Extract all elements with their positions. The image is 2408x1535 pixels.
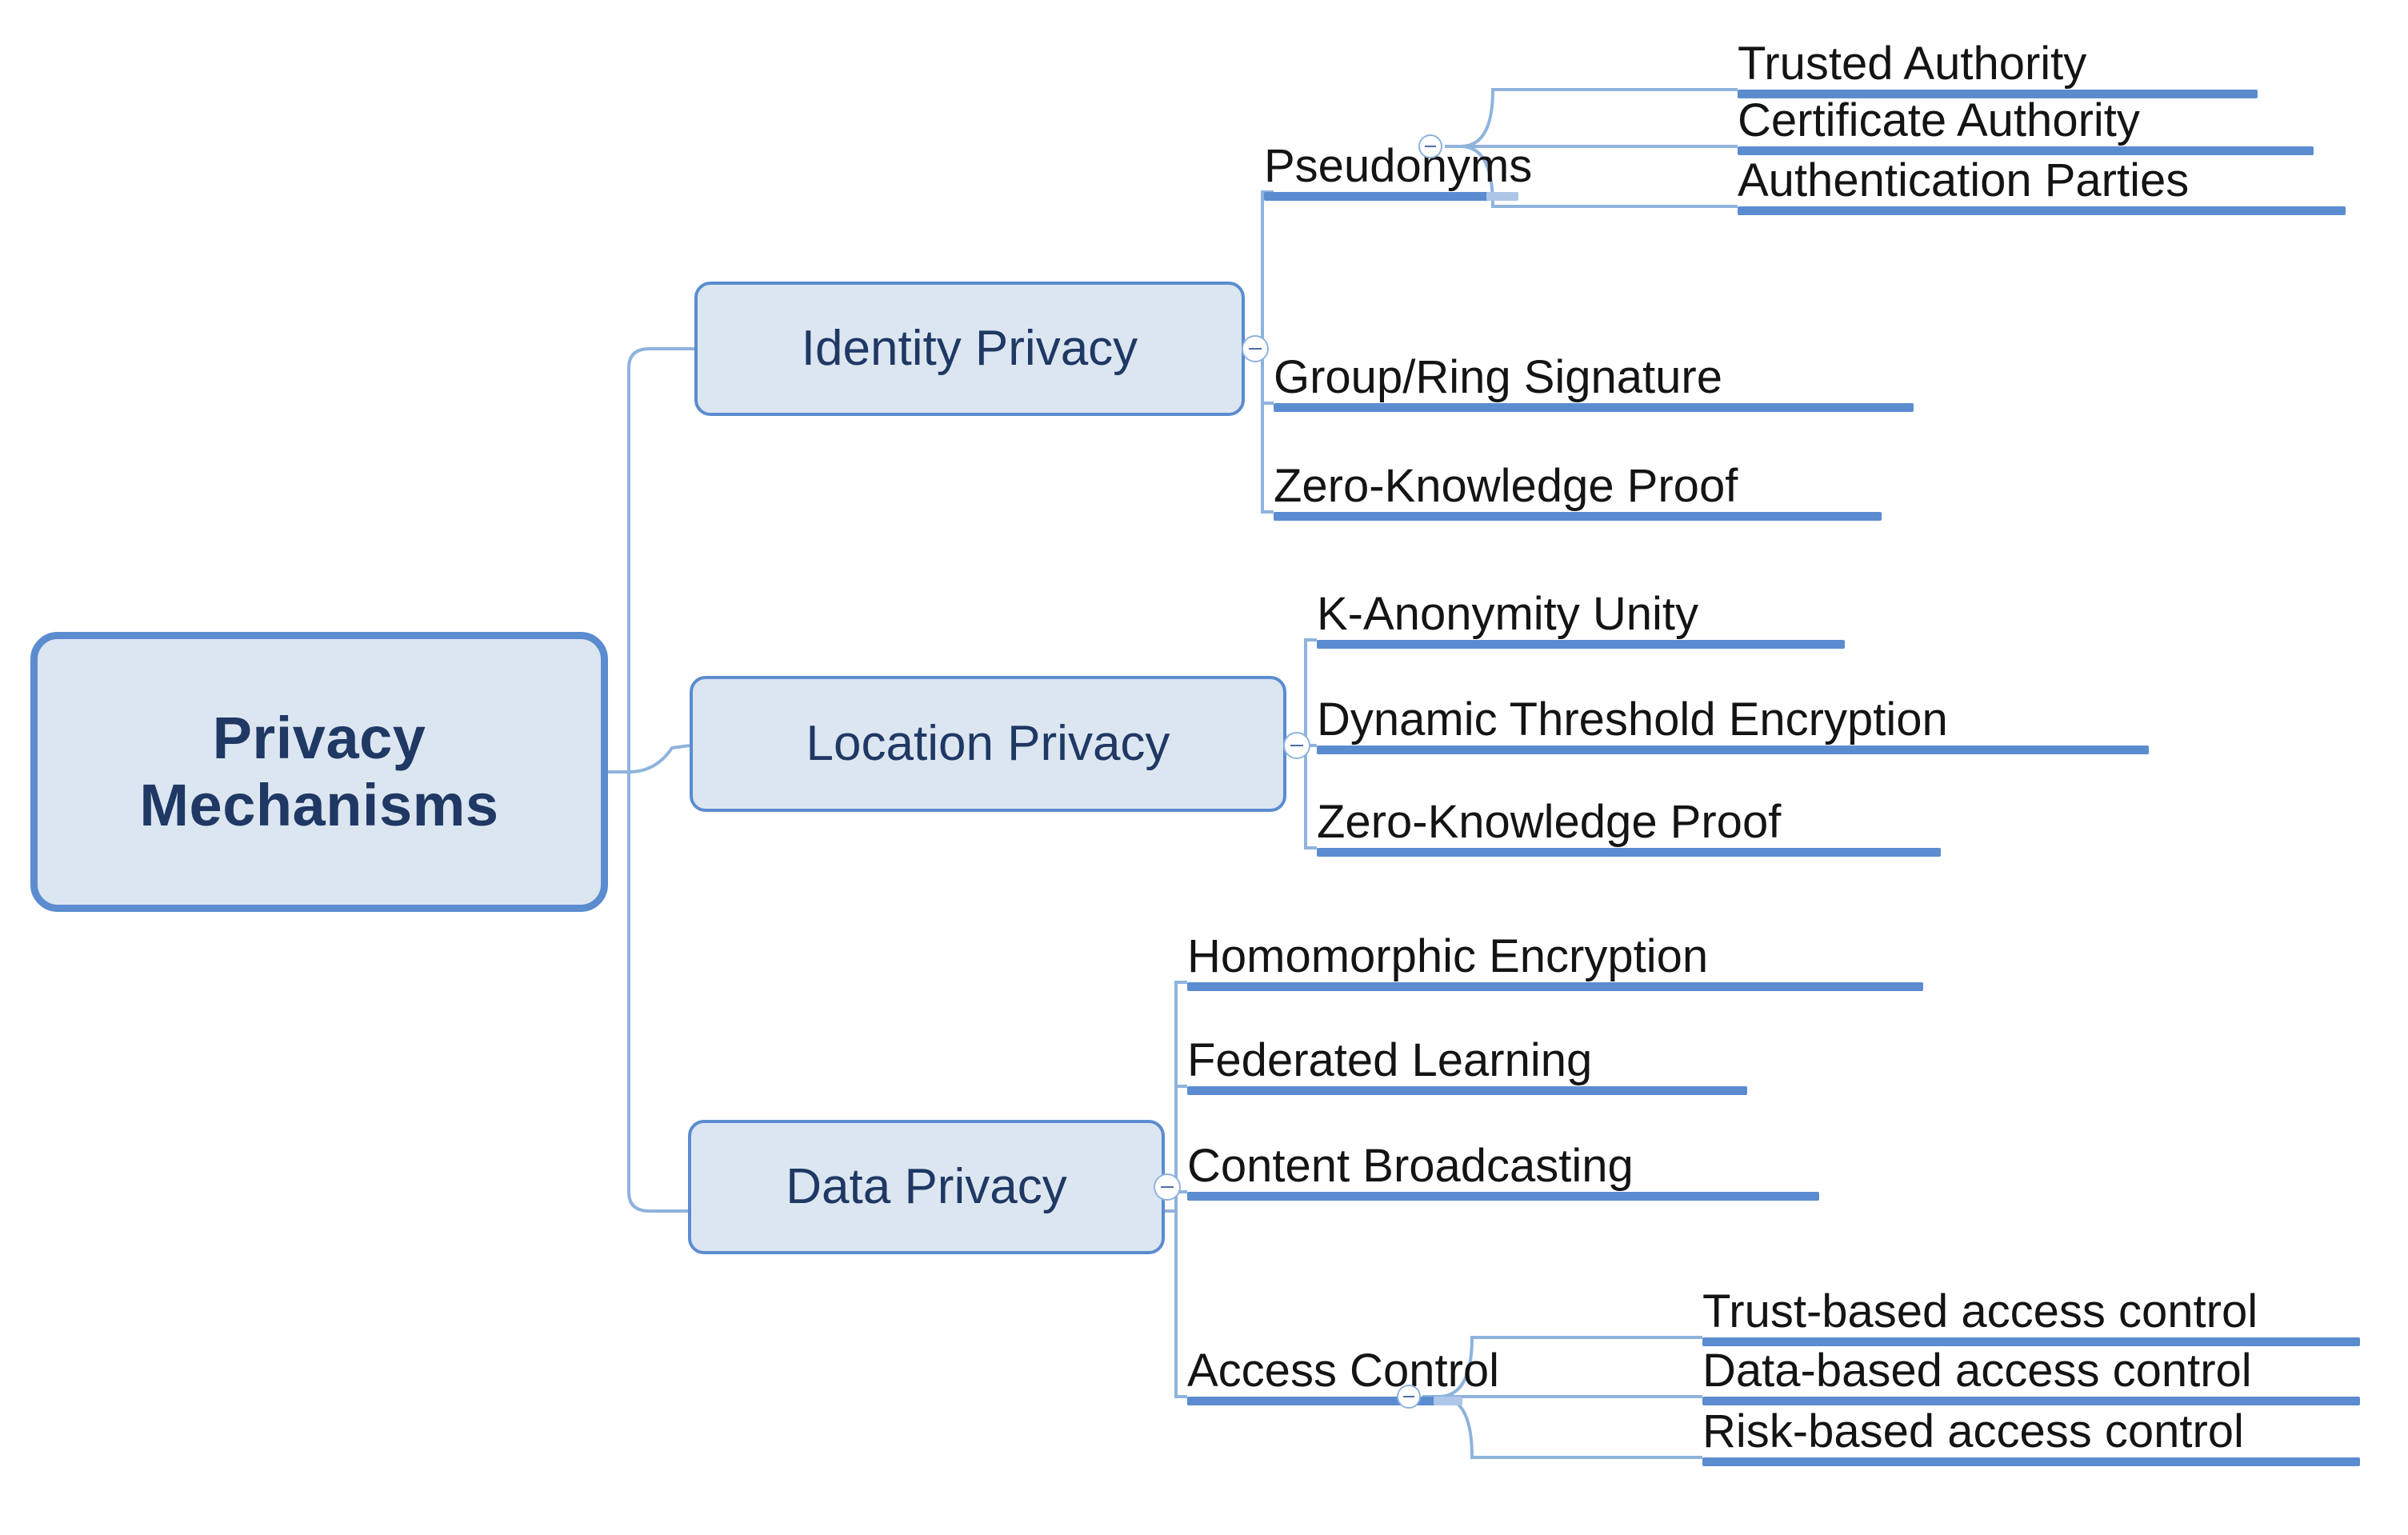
- leaf-underline-bar: [1738, 206, 2346, 215]
- branch-node-label-data-privacy: Data Privacy: [786, 1159, 1067, 1214]
- leaf-label-data-based-access-control: Data-based access control: [1702, 1345, 2252, 1397]
- root-node-privacy-mechanisms[interactable]: Privacy Mechanisms: [30, 632, 608, 912]
- root-node-label: Privacy Mechanisms: [139, 705, 499, 838]
- branch-node-label-location-privacy: Location Privacy: [806, 716, 1170, 771]
- leaf-label-location-zero-knowledge-proof: Zero-Knowledge Proof: [1317, 796, 1782, 848]
- leaf-node-federated-learning[interactable]: Federated Learning: [1187, 974, 1747, 1095]
- leaf-node-k-anonymity-unity[interactable]: K-Anonymity Unity: [1317, 528, 1845, 649]
- leaf-label-identity-zero-knowledge-proof: Zero-Knowledge Proof: [1274, 460, 1738, 512]
- leaf-label-trusted-authority: Trusted Authority: [1738, 38, 2087, 90]
- leaf-node-pseudonyms[interactable]: Pseudonyms: [1264, 77, 1532, 201]
- leaf-label-pseudonyms: Pseudonyms: [1264, 140, 1533, 192]
- leaf-underline-bar: [1187, 1397, 1435, 1405]
- minus-circle-icon-location-privacy[interactable]: [1283, 732, 1310, 759]
- leaf-node-content-broadcasting[interactable]: Content Broadcasting: [1187, 1080, 1819, 1201]
- leaf-underline-bar: [1187, 1192, 1819, 1201]
- leaf-underline-bar: [1274, 512, 1882, 521]
- minus-circle-icon-access-control[interactable]: [1397, 1385, 1421, 1409]
- leaf-node-authentication-parties[interactable]: Authentication Parties: [1738, 108, 2346, 215]
- leaf-node-trusted-authority[interactable]: Trusted Authority: [1738, 0, 2258, 98]
- branch-node-label-identity-privacy: Identity Privacy: [801, 321, 1138, 376]
- branch-node-location-privacy[interactable]: Location Privacy: [690, 676, 1286, 812]
- leaf-underline-bar: [1274, 403, 1914, 412]
- minus-circle-icon-identity-privacy[interactable]: [1242, 335, 1269, 362]
- leaf-node-risk-based-access-control[interactable]: Risk-based access control: [1702, 1360, 2360, 1466]
- leaf-underline-bar: [1702, 1397, 2360, 1405]
- leaf-node-identity-zero-knowledge-proof[interactable]: Zero-Knowledge Proof: [1274, 397, 1882, 521]
- leaf-label-content-broadcasting: Content Broadcasting: [1187, 1140, 1634, 1192]
- leaf-underline-bar: [1702, 1337, 2360, 1346]
- leaf-label-trust-based-access-control: Trust-based access control: [1702, 1285, 2258, 1337]
- leaf-label-certificate-authority: Certificate Authority: [1738, 94, 2140, 146]
- leaf-node-group-ring-signature[interactable]: Group/Ring Signature: [1274, 288, 1914, 412]
- leaf-node-trust-based-access-control[interactable]: Trust-based access control: [1702, 1248, 2360, 1346]
- leaf-underline-bar-extension: [1434, 1397, 1462, 1405]
- leaf-underline-bar: [1187, 982, 1923, 991]
- leaf-underline-bar: [1738, 146, 2314, 155]
- branch-node-data-privacy[interactable]: Data Privacy: [688, 1120, 1165, 1254]
- leaf-underline-bar: [1264, 192, 1488, 201]
- leaf-underline-bar: [1317, 640, 1845, 649]
- leaf-node-location-zero-knowledge-proof[interactable]: Zero-Knowledge Proof: [1317, 736, 1941, 857]
- leaf-label-authentication-parties: Authentication Parties: [1738, 154, 2190, 206]
- leaf-node-access-control[interactable]: Access Control: [1187, 1286, 1499, 1405]
- leaf-node-dynamic-threshold-encryption[interactable]: Dynamic Threshold Encryption: [1317, 632, 2149, 754]
- leaf-underline-bar: [1702, 1457, 2360, 1466]
- leaf-label-access-control: Access Control: [1187, 1345, 1500, 1397]
- leaf-underline-bar: [1738, 90, 2258, 98]
- minus-circle-icon-pseudonyms[interactable]: [1418, 134, 1442, 158]
- minus-circle-icon-data-privacy[interactable]: [1154, 1173, 1181, 1201]
- leaf-node-certificate-authority[interactable]: Certificate Authority: [1738, 50, 2314, 155]
- leaf-node-data-based-access-control[interactable]: Data-based access control: [1702, 1300, 2360, 1405]
- leaf-node-homomorphic-encryption[interactable]: Homomorphic Encryption: [1187, 870, 1923, 991]
- leaf-label-dynamic-threshold-encryption: Dynamic Threshold Encryption: [1317, 694, 1948, 746]
- leaf-label-k-anonymity-unity: K-Anonymity Unity: [1317, 588, 1699, 640]
- leaf-label-group-ring-signature: Group/Ring Signature: [1274, 351, 1722, 403]
- leaf-label-federated-learning: Federated Learning: [1187, 1034, 1593, 1086]
- leaf-label-risk-based-access-control: Risk-based access control: [1702, 1405, 2244, 1457]
- leaf-label-homomorphic-encryption: Homomorphic Encryption: [1187, 930, 1709, 982]
- leaf-underline-bar: [1187, 1086, 1747, 1095]
- leaf-underline-bar-extension: [1486, 192, 1518, 201]
- branch-node-identity-privacy[interactable]: Identity Privacy: [694, 282, 1245, 416]
- leaf-underline-bar: [1317, 848, 1941, 857]
- leaf-underline-bar: [1317, 746, 2149, 754]
